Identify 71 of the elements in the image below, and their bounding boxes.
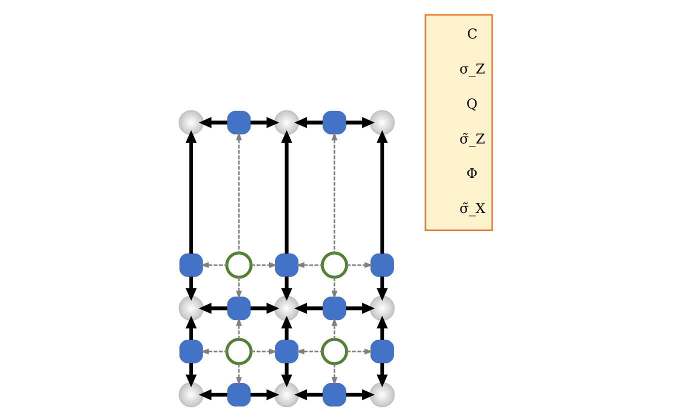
legend-label: σ̃_X: [460, 201, 486, 218]
arrow: [376, 130, 388, 254]
node-sphere: [274, 382, 300, 408]
arrow: [281, 316, 292, 340]
node-box: [274, 340, 298, 364]
node-box: [179, 253, 203, 277]
arrow: [250, 302, 280, 314]
arrow: [332, 277, 338, 300]
node-box: [322, 383, 346, 406]
arrow: [236, 318, 242, 340]
node-circle: [320, 338, 348, 366]
arrow: [186, 276, 197, 301]
arrow: [186, 316, 197, 340]
arrow: [346, 262, 373, 268]
legend-label: Φ: [466, 166, 478, 182]
arrow: [332, 364, 338, 386]
arrow: [236, 364, 242, 386]
arrow: [250, 117, 280, 128]
legend-label: Q: [466, 96, 478, 112]
arrow: [281, 276, 292, 301]
arrow: [376, 316, 388, 340]
node-box: [370, 340, 394, 364]
node-box: [322, 296, 346, 320]
node-circle: [225, 338, 253, 366]
legend-label: C: [467, 26, 478, 43]
arrow: [294, 389, 323, 400]
arrow: [281, 363, 292, 388]
arrow: [294, 117, 323, 128]
node-sphere: [274, 296, 300, 321]
node-sphere: [370, 296, 395, 321]
node-box: [227, 296, 251, 320]
arrow: [332, 318, 338, 340]
legend-label: σ̃_Z: [460, 131, 486, 148]
arrow: [186, 363, 197, 388]
arrow: [376, 363, 388, 388]
legend-label: σ_Z: [460, 62, 486, 78]
arrow: [376, 276, 388, 301]
node-box: [227, 110, 251, 134]
arrow: [186, 130, 197, 254]
node-box: [370, 253, 394, 277]
node-box: [227, 383, 251, 406]
arrow: [198, 389, 228, 400]
arrow: [346, 348, 373, 354]
arrow: [200, 348, 227, 354]
arrow: [346, 302, 375, 314]
arrow: [200, 262, 227, 268]
node-sphere: [178, 110, 204, 136]
node-sphere: [178, 296, 204, 321]
node-box: [179, 340, 203, 364]
node-circle: [225, 251, 253, 279]
arrow: [251, 348, 278, 354]
node-circle: [320, 251, 348, 279]
node-box: [322, 110, 346, 134]
arrow: [250, 389, 280, 400]
arrow: [296, 262, 322, 268]
arrow: [198, 302, 228, 314]
arrow: [236, 132, 242, 253]
arrow: [332, 132, 338, 253]
arrow: [346, 389, 375, 400]
node-box: [274, 253, 298, 277]
arrow: [251, 262, 278, 268]
node-sphere: [370, 382, 395, 408]
node-sphere: [178, 382, 204, 408]
node-sphere: [274, 110, 300, 136]
arrow: [346, 117, 375, 128]
arrow: [294, 302, 323, 314]
arrow: [296, 348, 322, 354]
arrow: [198, 117, 228, 128]
node-sphere: [370, 110, 395, 136]
arrow: [236, 277, 242, 300]
arrow: [281, 130, 292, 254]
